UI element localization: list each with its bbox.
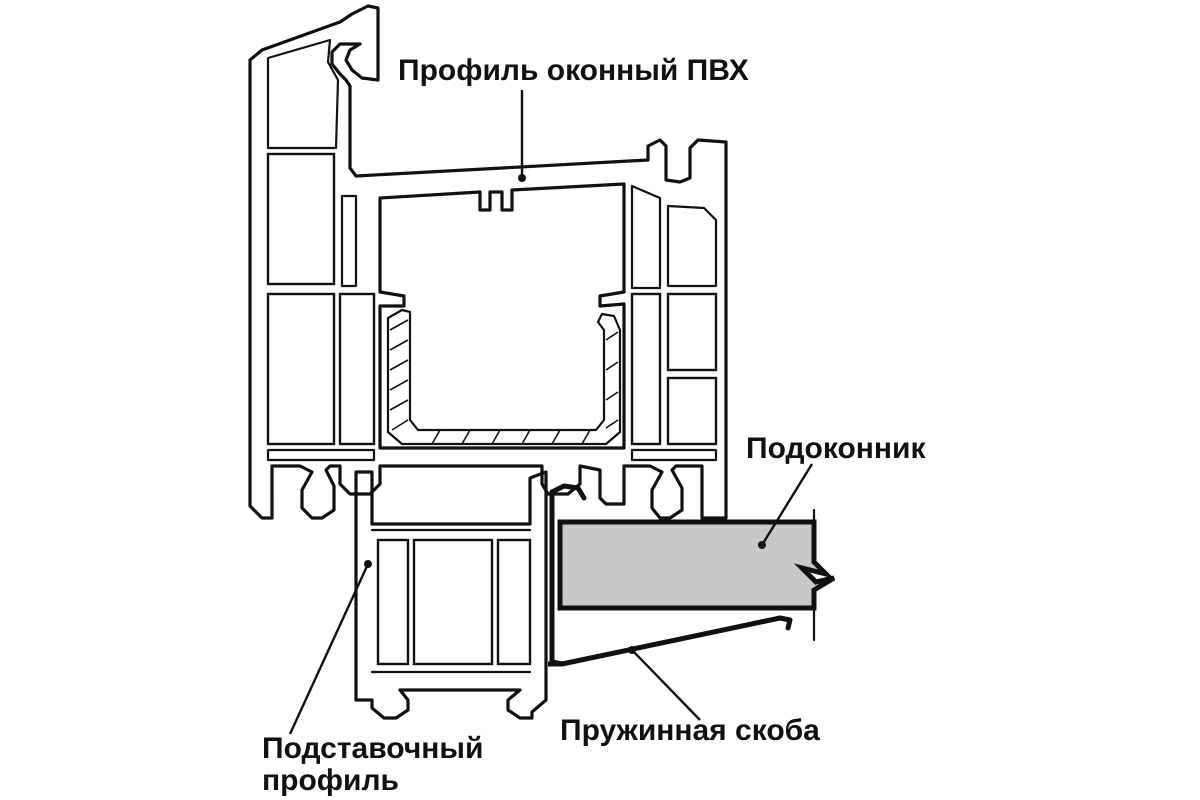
leader-sill [760, 463, 814, 546]
label-base-profile-line1: Подставочный [262, 732, 483, 765]
spring-bracket-shape [548, 483, 793, 667]
leader-dot-spring-bracket [628, 646, 636, 654]
window-profile-shape [248, 4, 728, 520]
leader-dot-base-profile [364, 560, 372, 568]
leader-lines [288, 90, 814, 735]
leader-spring-bracket [631, 649, 701, 721]
reinforcement-hatching [389, 319, 619, 445]
label-spring-bracket: Пружинная скоба [560, 714, 820, 747]
leader-base-profile [288, 563, 370, 735]
label-sill: Подоконник [746, 432, 926, 465]
leader-dot-window-profile [518, 174, 526, 182]
window-sill-shape [557, 508, 836, 642]
base-profile-shape [354, 470, 548, 720]
leader-dot-sill [758, 541, 766, 549]
label-base-profile-line2: профиль [262, 764, 399, 797]
label-window-profile: Профиль оконный ПВХ [398, 54, 749, 87]
